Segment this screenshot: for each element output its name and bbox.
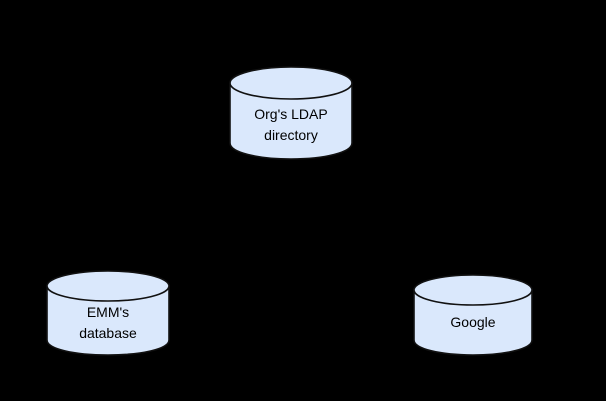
database-cylinder-icon	[229, 66, 353, 160]
database-cylinder-icon	[46, 270, 170, 356]
node-google[interactable]: Google	[413, 274, 533, 356]
database-cylinder-icon	[413, 274, 533, 356]
node-orgs-ldap-directory[interactable]: Org's LDAP directory	[229, 66, 353, 160]
node-emms-database[interactable]: EMM's database	[46, 270, 170, 356]
